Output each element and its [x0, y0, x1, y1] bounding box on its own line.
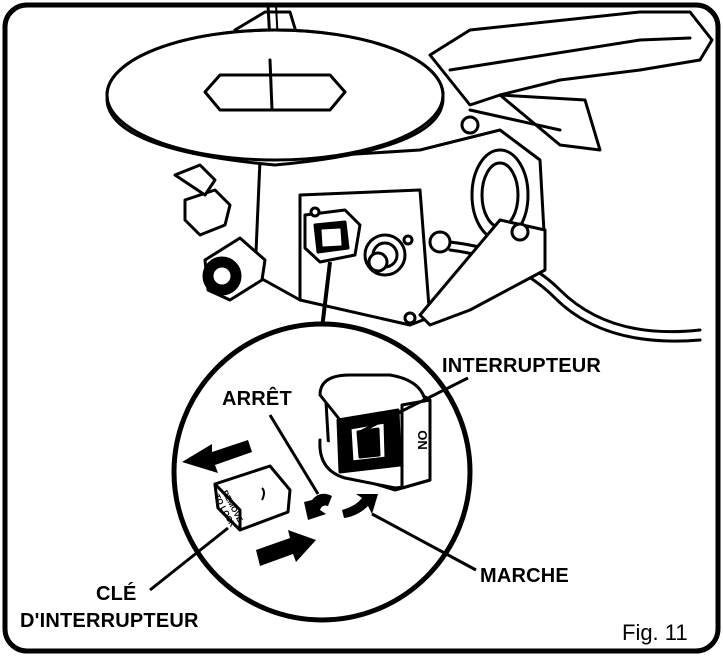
figure-number: Fig. 11 [622, 620, 688, 645]
insert-key-arrow [256, 530, 316, 566]
saw-upper-arm [428, 10, 714, 107]
arret-rotation-arrow [304, 493, 332, 520]
cle-leader [149, 526, 229, 592]
interrupteur-leader [359, 376, 469, 434]
switch-on-marking: ON [415, 430, 430, 450]
arret-leader [268, 414, 320, 495]
remove-key-arrow [182, 440, 252, 473]
rotation-arrows [304, 493, 378, 520]
table-insert [203, 73, 347, 112]
label-arret: ARRÊT [222, 388, 292, 410]
label-marche: MARCHE [480, 565, 569, 587]
switch-detail [318, 373, 432, 492]
label-cle-line2: D'INTERRUPTEUR [20, 610, 199, 632]
scroll-saw-illustration [105, 3, 714, 343]
switch-key [213, 464, 292, 532]
label-cle-line1: CLÉ [96, 583, 137, 605]
cord-strain-relief [428, 230, 452, 254]
tilt-knob [183, 188, 232, 237]
label-interrupteur: INTERRUPTEUR [442, 355, 602, 377]
marche-leader [371, 512, 477, 572]
saw-rear-leg [498, 93, 602, 152]
marche-rotation-arrow [342, 494, 378, 518]
